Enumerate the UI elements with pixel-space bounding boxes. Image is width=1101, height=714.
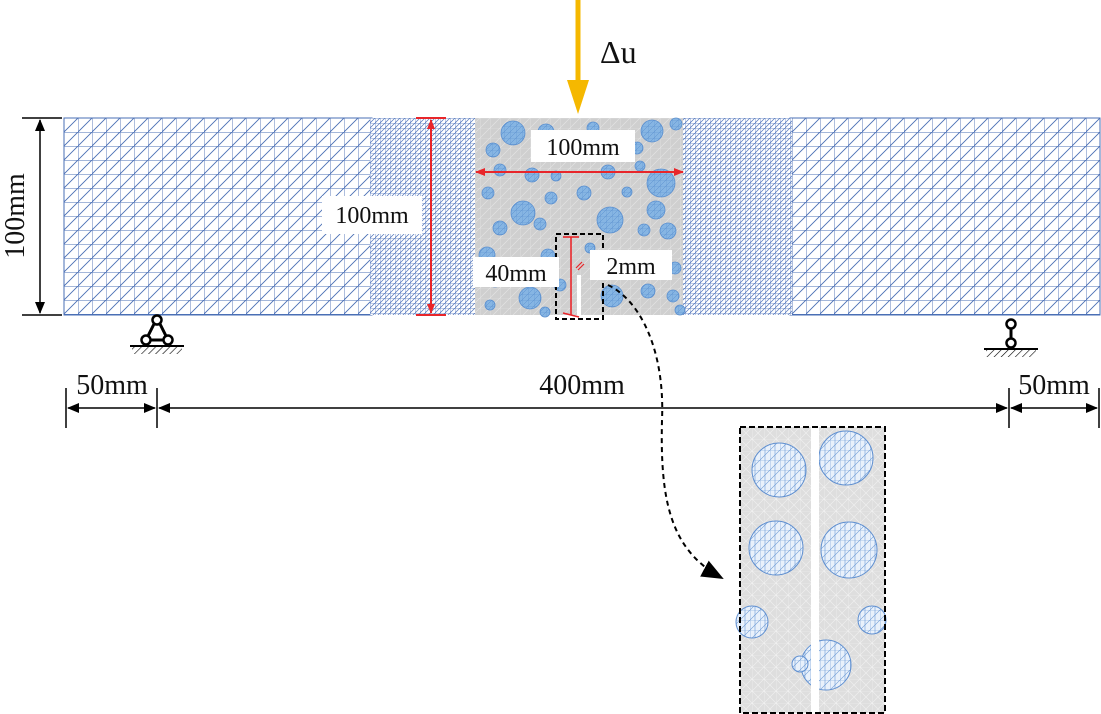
aggregate-particle [493, 163, 507, 177]
beam-height-label: 100mm [0, 173, 31, 259]
aggregate-particle [510, 200, 536, 226]
aggregate-particle [674, 304, 686, 316]
aggregate-particle [596, 206, 624, 234]
aggregate-particle [539, 306, 551, 318]
zoom-notch-gap [811, 427, 819, 713]
right-overhang-label: 50mm [1018, 370, 1090, 401]
aggregate-particle [621, 186, 633, 198]
aggregate-particle [544, 191, 558, 205]
zoom-aggregate-particle [751, 442, 807, 498]
zoom-aggregate-particle [820, 521, 878, 579]
aggregate-particle [634, 160, 646, 172]
zoom-aggregate-particle [791, 655, 809, 673]
aggregate-particle [646, 200, 666, 220]
left-overhang-label: 50mm [76, 370, 148, 401]
aggregate-particle [576, 185, 592, 201]
aggregate-particle [485, 142, 501, 158]
notch-zone-height-label: 100mm [335, 203, 409, 229]
zoom-aggregate-particle [857, 605, 887, 635]
aggregate-particle [518, 286, 542, 310]
roller-support-icon [984, 318, 1038, 357]
zoom-aggregate-particle [735, 605, 769, 639]
right-dense-mesh [683, 118, 792, 315]
zoom-aggregate-particle [800, 639, 852, 691]
notch-depth-bottom-tick [562, 312, 580, 318]
notch-width-dim [575, 261, 583, 269]
load-arrow-head [567, 80, 589, 114]
notch-width-dim-2 [577, 263, 585, 271]
aggregate-particle [600, 284, 624, 308]
aggregate-particle [666, 289, 680, 303]
notch-zoom-inset [735, 426, 887, 714]
zoom-leader-curve [607, 284, 724, 579]
aggregate-particle [533, 217, 547, 231]
zoom-aggregate-particle [748, 520, 804, 576]
aggregate-particle [500, 120, 526, 146]
beam-height-dimension: 100mm [0, 117, 62, 316]
notch-width-label: 2mm [606, 254, 656, 280]
aggregate-particle [640, 283, 656, 299]
aggregate-particle [669, 117, 683, 131]
span-label: 400mm [539, 370, 625, 401]
dimension-labels: 100mm 100mm 40mm 2mm [322, 130, 672, 287]
red-dimension-lines [416, 117, 684, 318]
zoom-aggregate-particle [818, 430, 874, 486]
right-coarse-mesh [789, 117, 1101, 316]
pin-support-icon [130, 314, 184, 354]
notch [577, 275, 581, 315]
left-coarse-mesh [63, 117, 373, 316]
notch-width-label-bg [590, 250, 672, 280]
aggregate-particle [481, 186, 495, 200]
notch-zone-width-label-bg [531, 130, 635, 162]
aggregate-particle [524, 167, 540, 183]
load-arrow: Δu [567, 0, 637, 114]
notch-zone-width-label: 100mm [546, 135, 620, 161]
notch-depth-label: 40mm [485, 261, 547, 287]
load-label: Δu [600, 34, 637, 70]
aggregate-particle [640, 119, 664, 143]
zoom-aggregates [735, 430, 887, 691]
notch-zone-height-label-bg [322, 196, 422, 234]
aggregate-particle [484, 299, 496, 311]
aggregate-particle [492, 220, 508, 236]
aggregate-particle [646, 168, 676, 198]
zoom-border [739, 426, 886, 714]
notch-depth-label-bg [473, 257, 559, 287]
span-dimensions: 50mm 400mm 50mm [65, 370, 1100, 428]
aggregate-particle [637, 223, 651, 237]
aggregate-particle [659, 222, 677, 240]
